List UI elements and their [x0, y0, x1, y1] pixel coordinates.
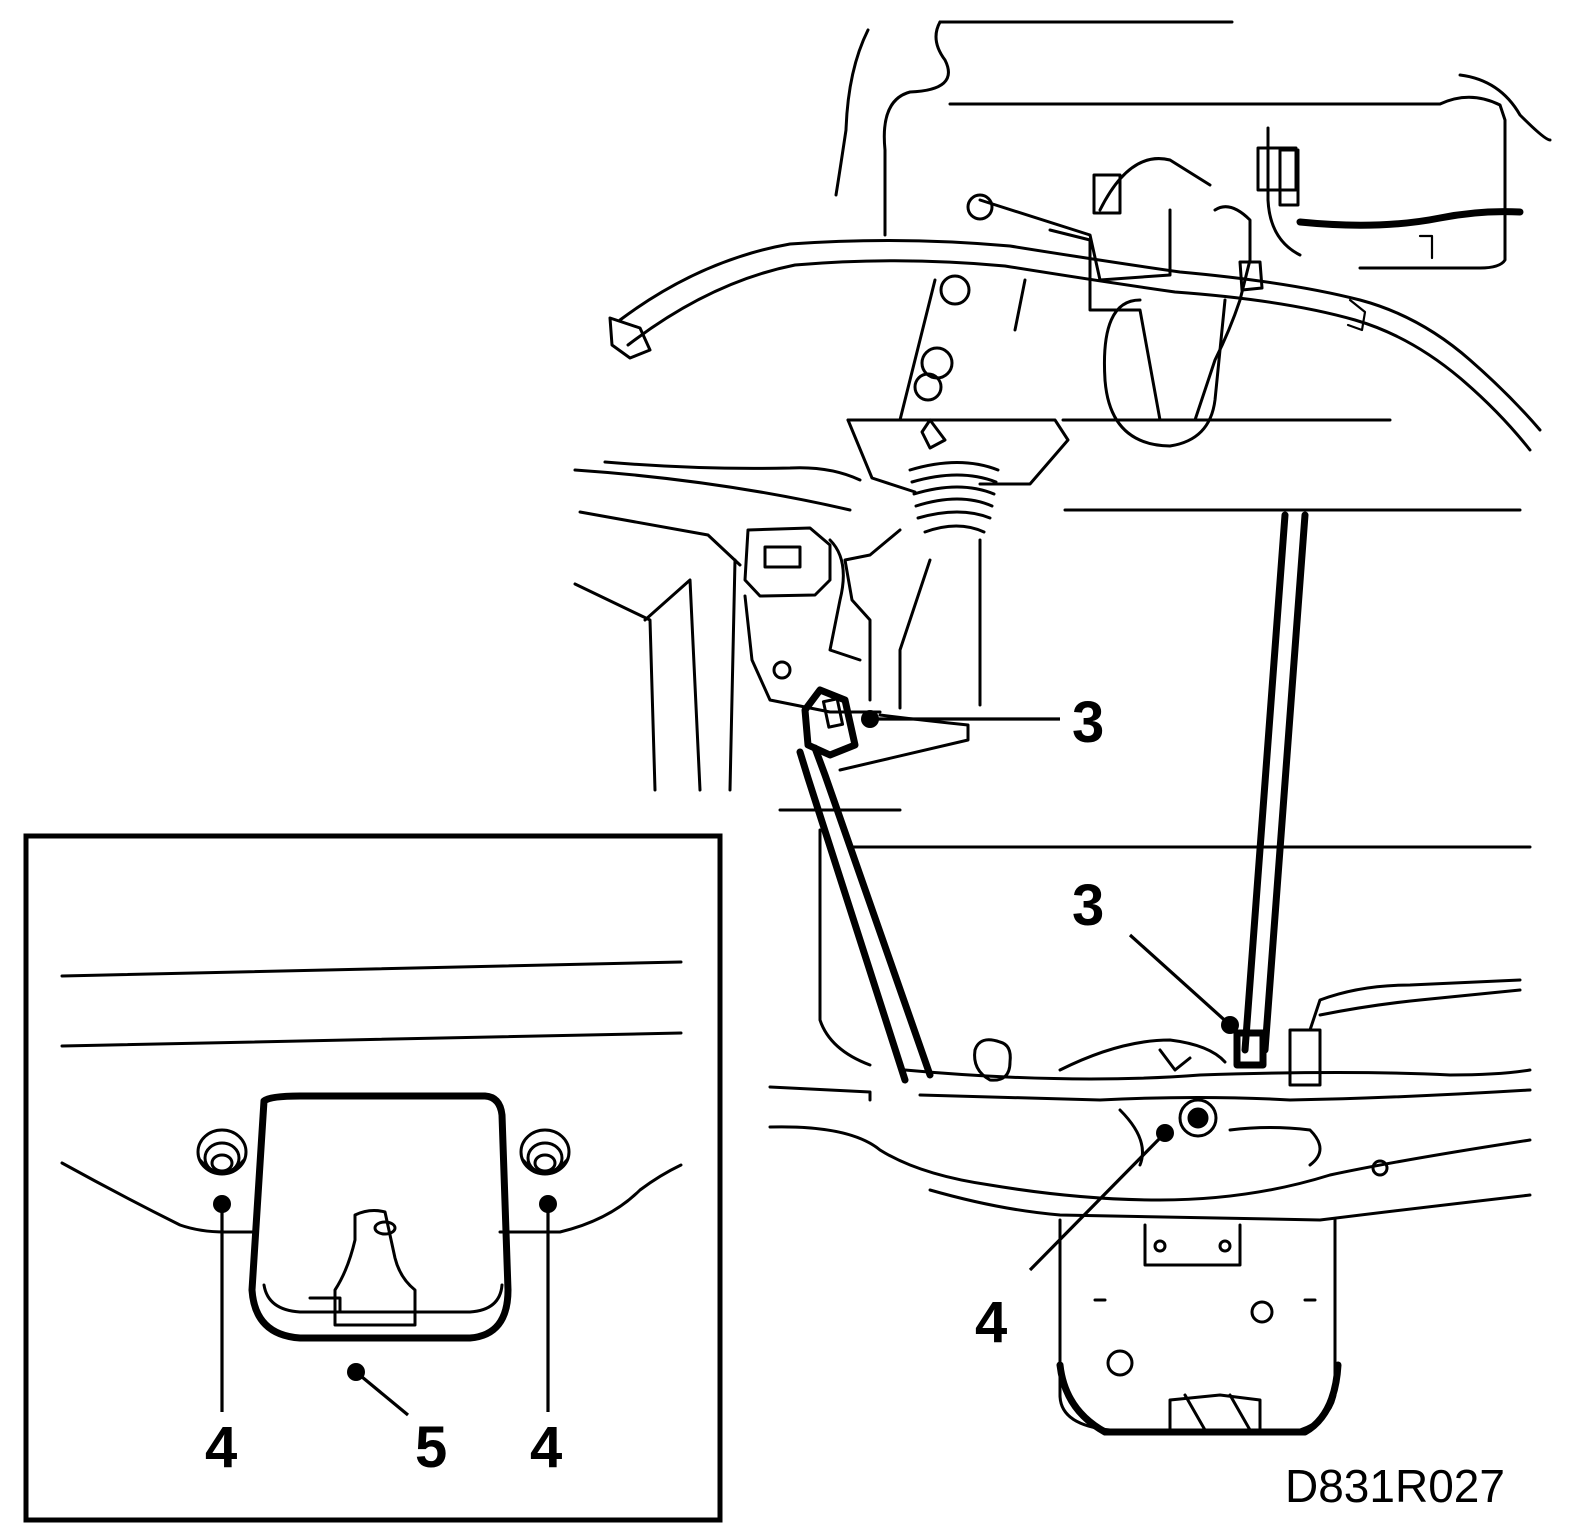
cross-members	[768, 508, 1532, 1222]
latch-cover	[248, 1092, 512, 1342]
lower-latch	[973, 978, 1522, 1436]
leader-4-main	[1028, 1131, 1167, 1272]
rod-right	[1241, 511, 1309, 1054]
leader-3-bottom	[1128, 933, 1232, 1027]
figure-id: D831R027	[1285, 1460, 1505, 1512]
wiring-harness	[608, 126, 1542, 452]
callout-label-4-inset-left: 4	[205, 1415, 237, 1480]
callout-label-4-inset-right: 4	[530, 1415, 562, 1480]
push-clip-left	[196, 1128, 248, 1176]
upper-latch-mechanism	[846, 193, 1392, 534]
callout-label-3-top: 3	[1072, 690, 1104, 755]
rod-left	[796, 686, 934, 1084]
leader-5-inset	[354, 1370, 410, 1417]
push-clip-right	[519, 1128, 571, 1176]
callout-label-5-inset: 5	[415, 1415, 447, 1480]
callout-label-4-main: 4	[975, 1290, 1007, 1355]
detail-inset: 4 5 4	[23, 833, 723, 1523]
callout-label-3-bottom: 3	[1072, 873, 1104, 938]
upper-panel	[834, 20, 1552, 270]
main-assembly-view: 3 3 4	[573, 20, 1552, 1436]
left-bracket	[573, 460, 982, 812]
